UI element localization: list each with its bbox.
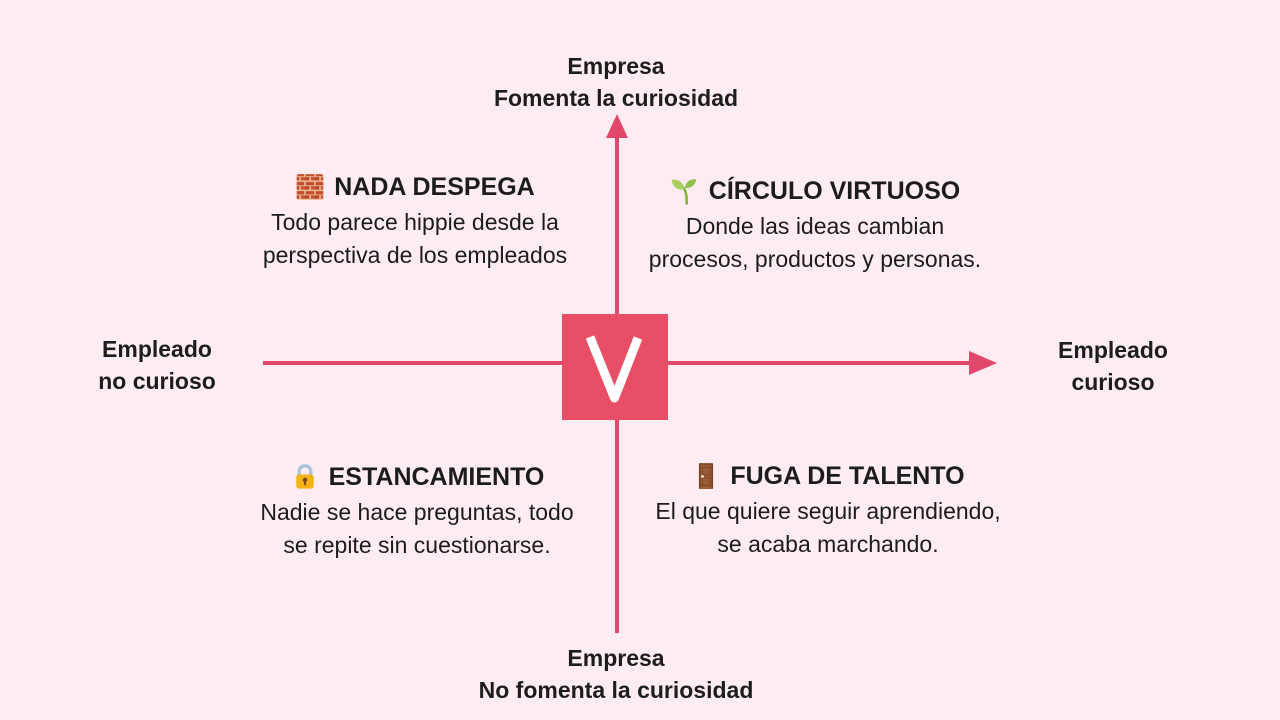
monogram-m-icon xyxy=(585,335,643,403)
axis-label-left-line1: Empleado xyxy=(102,336,212,362)
quadrant-description: Donde las ideas cambian procesos, produc… xyxy=(595,210,1035,276)
quadrant-top-right: CÍRCULO VIRTUOSO Donde las ideas cambian… xyxy=(595,174,1035,276)
axis-label-bottom: Empresa No fomenta la curiosidad xyxy=(416,642,816,706)
description-line: se acaba marchando. xyxy=(717,531,939,557)
quadrant-title: ESTANCAMIENTO xyxy=(328,463,545,491)
axis-label-left-line2: no curioso xyxy=(98,368,216,394)
quadrant-title: FUGA DE TALENTO xyxy=(730,462,965,490)
quadrant-top-right-title-row: CÍRCULO VIRTUOSO xyxy=(595,174,1035,208)
axis-label-bottom-line1: Empresa xyxy=(567,645,665,671)
description-line: procesos, productos y personas. xyxy=(648,246,982,272)
center-logo xyxy=(562,314,668,420)
quadrant-description: El que quiere seguir aprendiendo, se aca… xyxy=(608,495,1048,561)
axis-label-right: Empleado curioso xyxy=(963,334,1263,398)
brick-wall-icon xyxy=(296,174,324,200)
axis-label-right-line2: curioso xyxy=(1071,369,1155,395)
axis-label-top-line1: Empresa xyxy=(567,53,665,79)
description-line: Nadie se hace preguntas, todo xyxy=(260,499,574,525)
description-line: El que quiere seguir aprendiendo, xyxy=(655,498,1001,524)
quadrant-title: CÍRCULO VIRTUOSO xyxy=(708,177,961,205)
quadrant-description: Nadie se hace preguntas, todo se repite … xyxy=(197,496,637,562)
horizontal-axis-arrowhead-icon xyxy=(969,351,997,375)
quadrant-bottom-right-title-row: FUGA DE TALENTO xyxy=(608,459,1048,493)
axis-label-right-line1: Empleado xyxy=(1058,337,1168,363)
quadrant-title: NADA DESPEGA xyxy=(334,173,535,201)
quadrant-bottom-left-title-row: ESTANCAMIENTO xyxy=(197,460,637,494)
quadrant-bottom-right: FUGA DE TALENTO El que quiere seguir apr… xyxy=(608,459,1048,561)
description-line: Todo parece hippie desde la xyxy=(271,209,559,235)
description-line: se repite sin cuestionarse. xyxy=(283,532,551,558)
seedling-icon xyxy=(671,179,697,205)
quadrant-top-left: NADA DESPEGA Todo parece hippie desde la… xyxy=(195,170,635,272)
quadrant-bottom-left: ESTANCAMIENTO Nadie se hace preguntas, t… xyxy=(197,460,637,562)
locked-padlock-icon xyxy=(295,464,314,489)
description-line: Donde las ideas cambian xyxy=(685,213,945,239)
axis-label-top-line2: Fomenta la curiosidad xyxy=(493,85,739,111)
axis-label-bottom-line2: No fomenta la curiosidad xyxy=(478,677,754,703)
axis-label-top: Empresa Fomenta la curiosidad xyxy=(416,50,816,114)
quadrant-description: Todo parece hippie desde la perspectiva … xyxy=(195,206,635,272)
vertical-axis-arrowhead-icon xyxy=(606,114,628,138)
quadrant-top-left-title-row: NADA DESPEGA xyxy=(195,170,635,204)
door-icon xyxy=(699,463,714,489)
description-line: perspectiva de los empleados xyxy=(262,242,568,268)
axis-label-left: Empleado no curioso xyxy=(7,333,307,397)
